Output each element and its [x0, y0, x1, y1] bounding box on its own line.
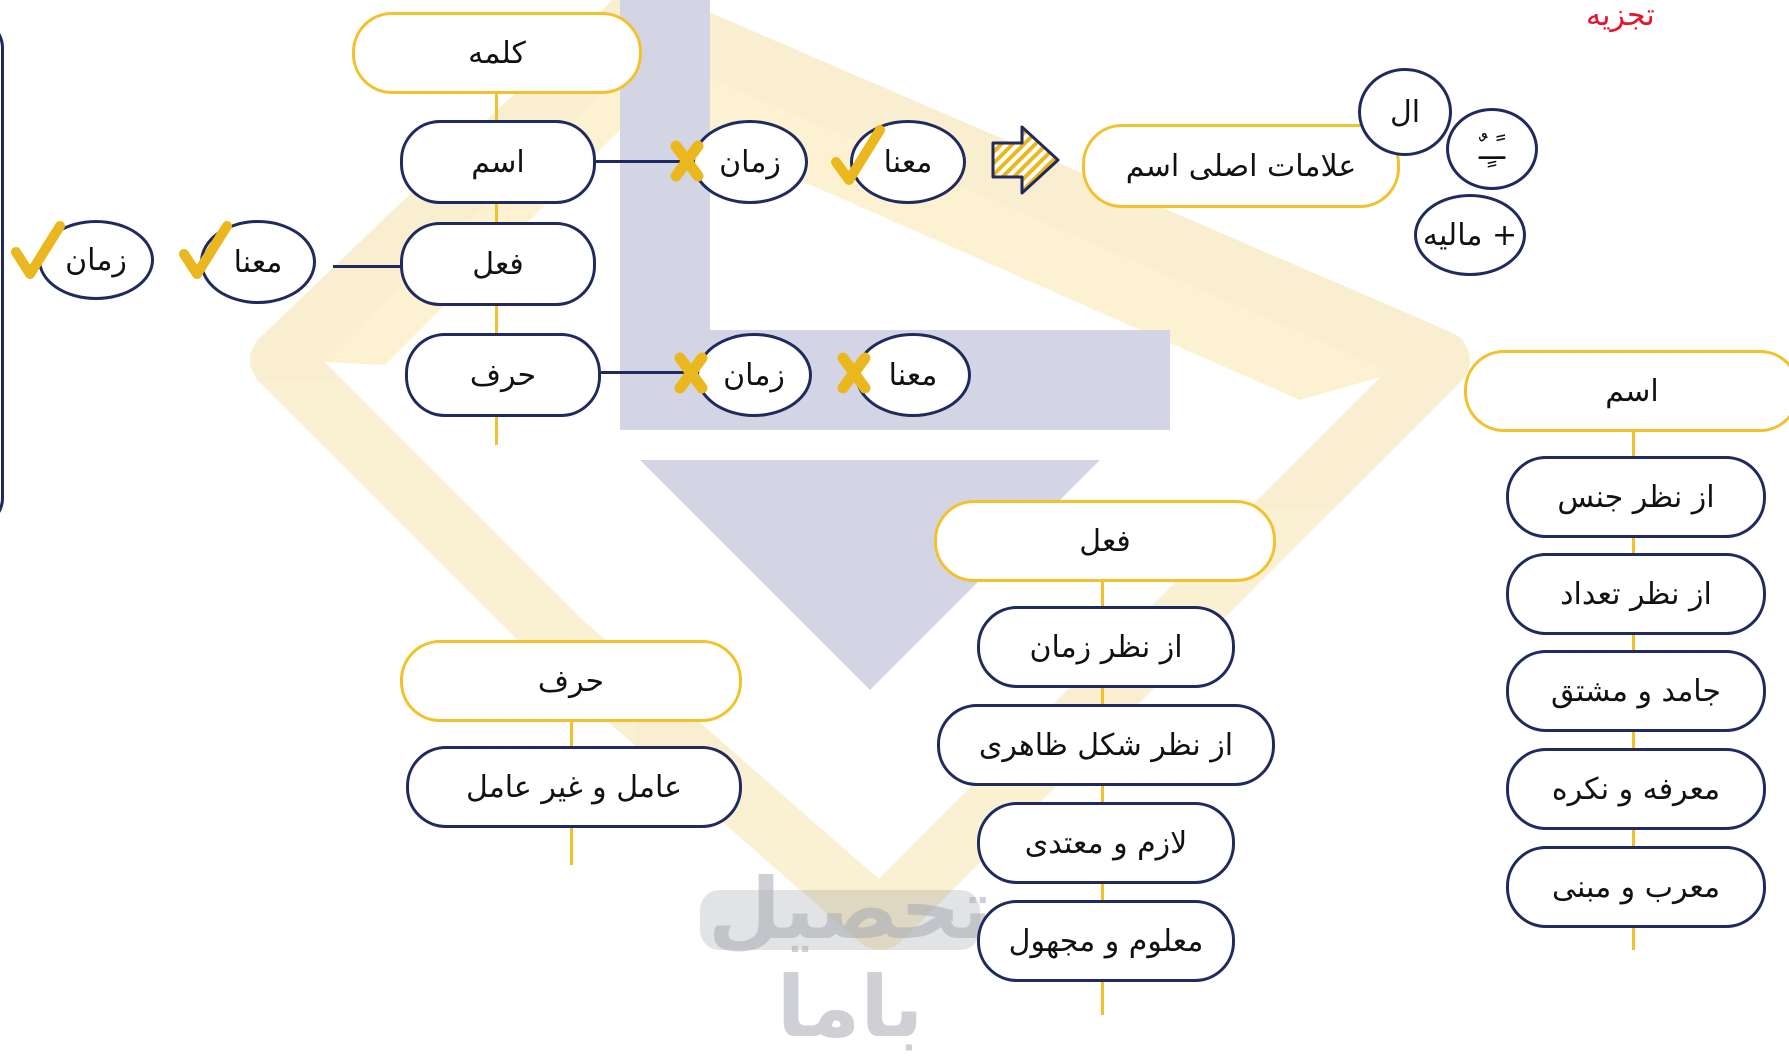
kalame-item-ism: اسم [400, 120, 596, 204]
fel-tree-item: لازم و معتدی [977, 802, 1235, 884]
fel-tree-item: معلوم و مجهول [977, 900, 1235, 982]
alamat-box: علامات اصلی اسم [1082, 124, 1400, 208]
harf-connector [601, 371, 701, 374]
alamat-tanvin-circle: ـًـٍـٌ [1446, 108, 1538, 190]
ism-maana-circle: معنا [850, 120, 966, 204]
harf-maana-circle: معنا [855, 333, 971, 417]
fel-tree-item: از نظر شکل ظاهری [937, 704, 1275, 786]
ism-connector [596, 160, 696, 163]
ism-zaman-circle: زمان [692, 120, 808, 204]
alamat-plus-circle: + مالیه [1414, 194, 1526, 276]
ism-tree-item: معرفه و نکره [1506, 748, 1766, 830]
fel-connector [333, 265, 400, 268]
harf-tree-root: حرف [400, 640, 742, 722]
fel-tree-item: از نظر زمان [977, 606, 1235, 688]
fel-tree-root: فعل [934, 500, 1276, 582]
ism-tree-item: معرب و مبنی [1506, 846, 1766, 928]
fel-zaman-circle: زمان [38, 220, 154, 300]
left-bracket [0, 18, 4, 528]
kalame-item-fel: فعل [400, 222, 596, 306]
ism-tree-item: از نظر تعداد [1506, 553, 1766, 635]
kalame-root: کلمه [352, 12, 642, 94]
alamat-al-circle: ال [1358, 68, 1452, 156]
ism-tree-item: از نظر جنس [1506, 456, 1766, 538]
kalame-item-harf: حرف [405, 333, 601, 417]
ism-tree-item: جامد و مشتق [1506, 650, 1766, 732]
harf-zaman-circle: زمان [696, 333, 812, 417]
harf-tree-item: عامل و غیر عامل [406, 746, 742, 828]
fel-maana-circle: معنا [200, 220, 316, 304]
page-title: تجزیه [1586, 0, 1655, 33]
fel-tree-spine [1101, 570, 1104, 1015]
ism-tree-root: اسم [1464, 350, 1789, 432]
watermark-text: تحصیل باما [707, 860, 993, 1056]
